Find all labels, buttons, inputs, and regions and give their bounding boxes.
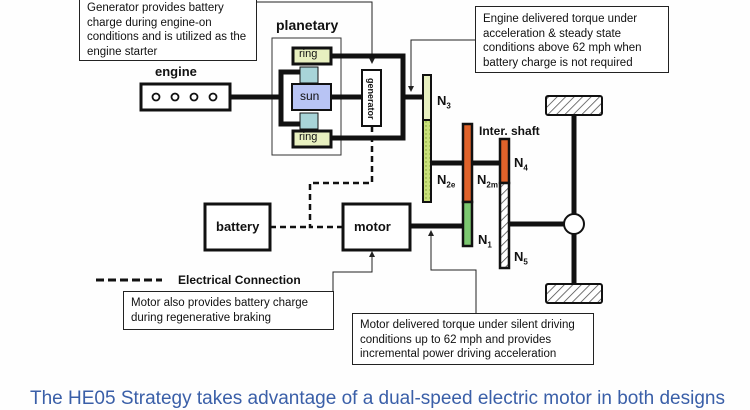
- pinion-bottom: [299, 112, 319, 130]
- generator-arrowhead-icon: [369, 58, 375, 64]
- engine-torque-callout-text: Engine delivered torque under accelerati…: [483, 13, 642, 69]
- n2m-label: N2m: [477, 172, 498, 190]
- battery-block: [203, 202, 272, 252]
- cylinder-icon: [170, 92, 180, 102]
- slide-caption: The HE05 Strategy takes advantage of a d…: [30, 388, 725, 409]
- motor-block: [341, 202, 412, 252]
- motor-torque-callout-leader: [430, 234, 477, 314]
- n1-label: N1: [478, 232, 492, 250]
- electrical-connection-generator-motor: [308, 126, 374, 229]
- gear-n2m: [461, 122, 474, 204]
- generator-callout: Generator provides battery charge during…: [79, 0, 257, 61]
- cylinder-icon: [208, 92, 218, 102]
- planet-carrier: [278, 69, 302, 127]
- gear-n1: [461, 200, 474, 248]
- cylinder-icon: [151, 92, 161, 102]
- planetary-label: planetary: [276, 17, 339, 33]
- cylinder-icon: [189, 92, 199, 102]
- powertrain-diagram: generator: [96, 1, 603, 314]
- n3-label: N3: [437, 93, 451, 111]
- generator-label: generator: [366, 78, 376, 120]
- motor-regen-arrowhead-icon: [369, 251, 375, 257]
- battery-label: battery: [216, 219, 260, 234]
- sun-label: sun: [300, 89, 320, 103]
- n4-label: N4: [514, 155, 528, 173]
- wheel-top: [545, 95, 603, 116]
- pinion-top: [299, 66, 319, 84]
- inter-shaft-label: Inter. shaft: [479, 124, 540, 138]
- gear-n2e: [422, 119, 432, 203]
- generator-callout-leader: [256, 1, 373, 60]
- ring-top-label: ring: [299, 48, 318, 60]
- motor-regen-callout-leader: [332, 255, 373, 292]
- engine-torque-callout: Engine delivered torque under accelerati…: [475, 6, 669, 73]
- gear-n5: [498, 181, 511, 270]
- motor-regen-callout: Motor also provides battery charge durin…: [123, 291, 334, 330]
- wheel-bottom: [545, 283, 603, 304]
- n2e-label: N2e: [437, 172, 456, 190]
- generator-callout-text: Generator provides battery charge during…: [87, 2, 247, 58]
- n5-label: N5: [514, 249, 528, 267]
- engine-label: engine: [155, 64, 197, 79]
- motor-regen-callout-text: Motor also provides battery charge durin…: [131, 297, 309, 324]
- motor-torque-arrowhead-icon: [428, 230, 434, 236]
- engine-block: [139, 82, 232, 112]
- motor-label: motor: [354, 219, 391, 234]
- differential: [563, 213, 585, 235]
- gear-n3: [422, 74, 432, 121]
- gear-n4: [498, 137, 511, 185]
- engine-torque-callout-leader: [410, 39, 475, 88]
- motor-torque-callout-text: Motor delivered torque under silent driv…: [360, 319, 575, 360]
- motor-torque-callout: Motor delivered torque under silent driv…: [352, 313, 594, 365]
- legend-electrical-label: Electrical Connection: [178, 273, 301, 287]
- ring-bottom-label: ring: [299, 131, 318, 143]
- engine-torque-arrowhead-icon: [408, 86, 414, 92]
